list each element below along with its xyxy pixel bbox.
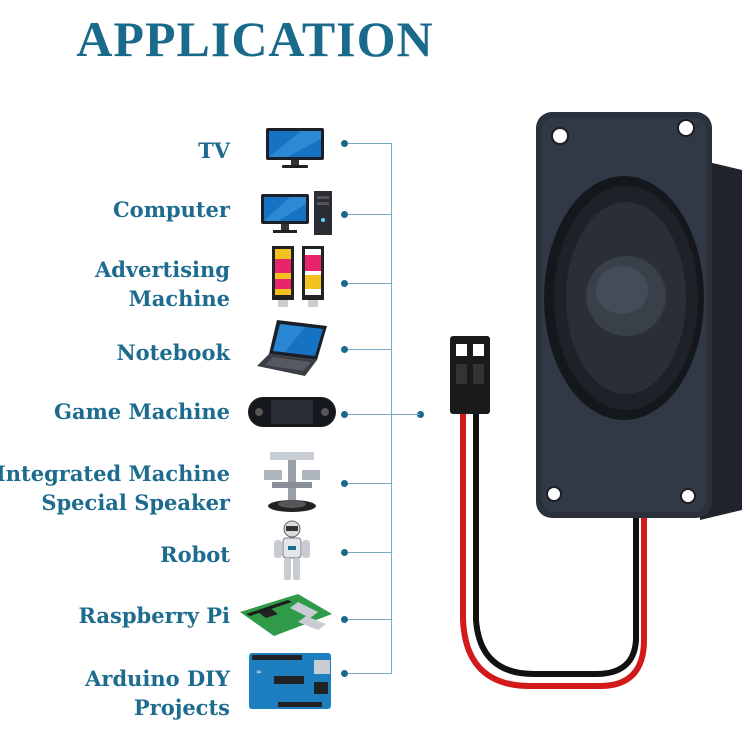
connector-dot-arduino	[341, 670, 348, 677]
connector-dot-game	[341, 411, 348, 418]
advertising-machine-icon	[272, 246, 324, 307]
raspberry-pi-icon	[240, 594, 332, 636]
connector-dot-raspberry	[341, 616, 348, 623]
label-raspberry-pi: Raspberry Pi	[78, 603, 230, 628]
tv-icon	[266, 128, 324, 168]
connector-dot-advertising	[341, 280, 348, 287]
label-tv: TV	[198, 138, 230, 163]
label-notebook: Notebook	[116, 340, 230, 365]
speaker-product-image	[450, 112, 742, 689]
connector-line-raspberry	[348, 619, 392, 620]
connector-line-arduino	[348, 673, 392, 674]
integrated-machine-icon	[264, 452, 320, 512]
arduino-board-icon: ∞	[249, 653, 331, 709]
connector-dot-robot	[341, 549, 348, 556]
label-robot: Robot	[160, 542, 230, 567]
connector-line-game	[348, 414, 420, 415]
svg-text:∞: ∞	[256, 668, 262, 676]
connector-line-computer	[348, 214, 392, 215]
connector-line-integrated	[348, 483, 392, 484]
notebook-icon	[257, 320, 327, 376]
page-title: APPLICATION	[76, 11, 434, 67]
connector-dot-notebook	[341, 346, 348, 353]
connector-trunk	[391, 143, 392, 674]
robot-icon	[274, 520, 310, 580]
label-computer: Computer	[112, 197, 230, 222]
connector-line-robot	[348, 552, 392, 553]
connector-line-notebook	[348, 349, 392, 350]
connector-dot-integrated	[341, 480, 348, 487]
label-integrated-machine: Integrated Machine Special Speaker	[0, 461, 230, 515]
game-machine-icon	[248, 397, 336, 427]
label-advertising-machine: Advertising Machine	[94, 257, 230, 311]
connector-line-advertising	[348, 283, 392, 284]
label-arduino: Arduino DIY Projects	[85, 666, 230, 720]
connector-dot-main	[417, 411, 424, 418]
connector-dot-computer	[341, 211, 348, 218]
label-game-machine: Game Machine	[54, 399, 230, 424]
connector-dot-tv	[341, 140, 348, 147]
computer-icon	[261, 191, 332, 235]
connector-line-tv	[348, 143, 392, 144]
